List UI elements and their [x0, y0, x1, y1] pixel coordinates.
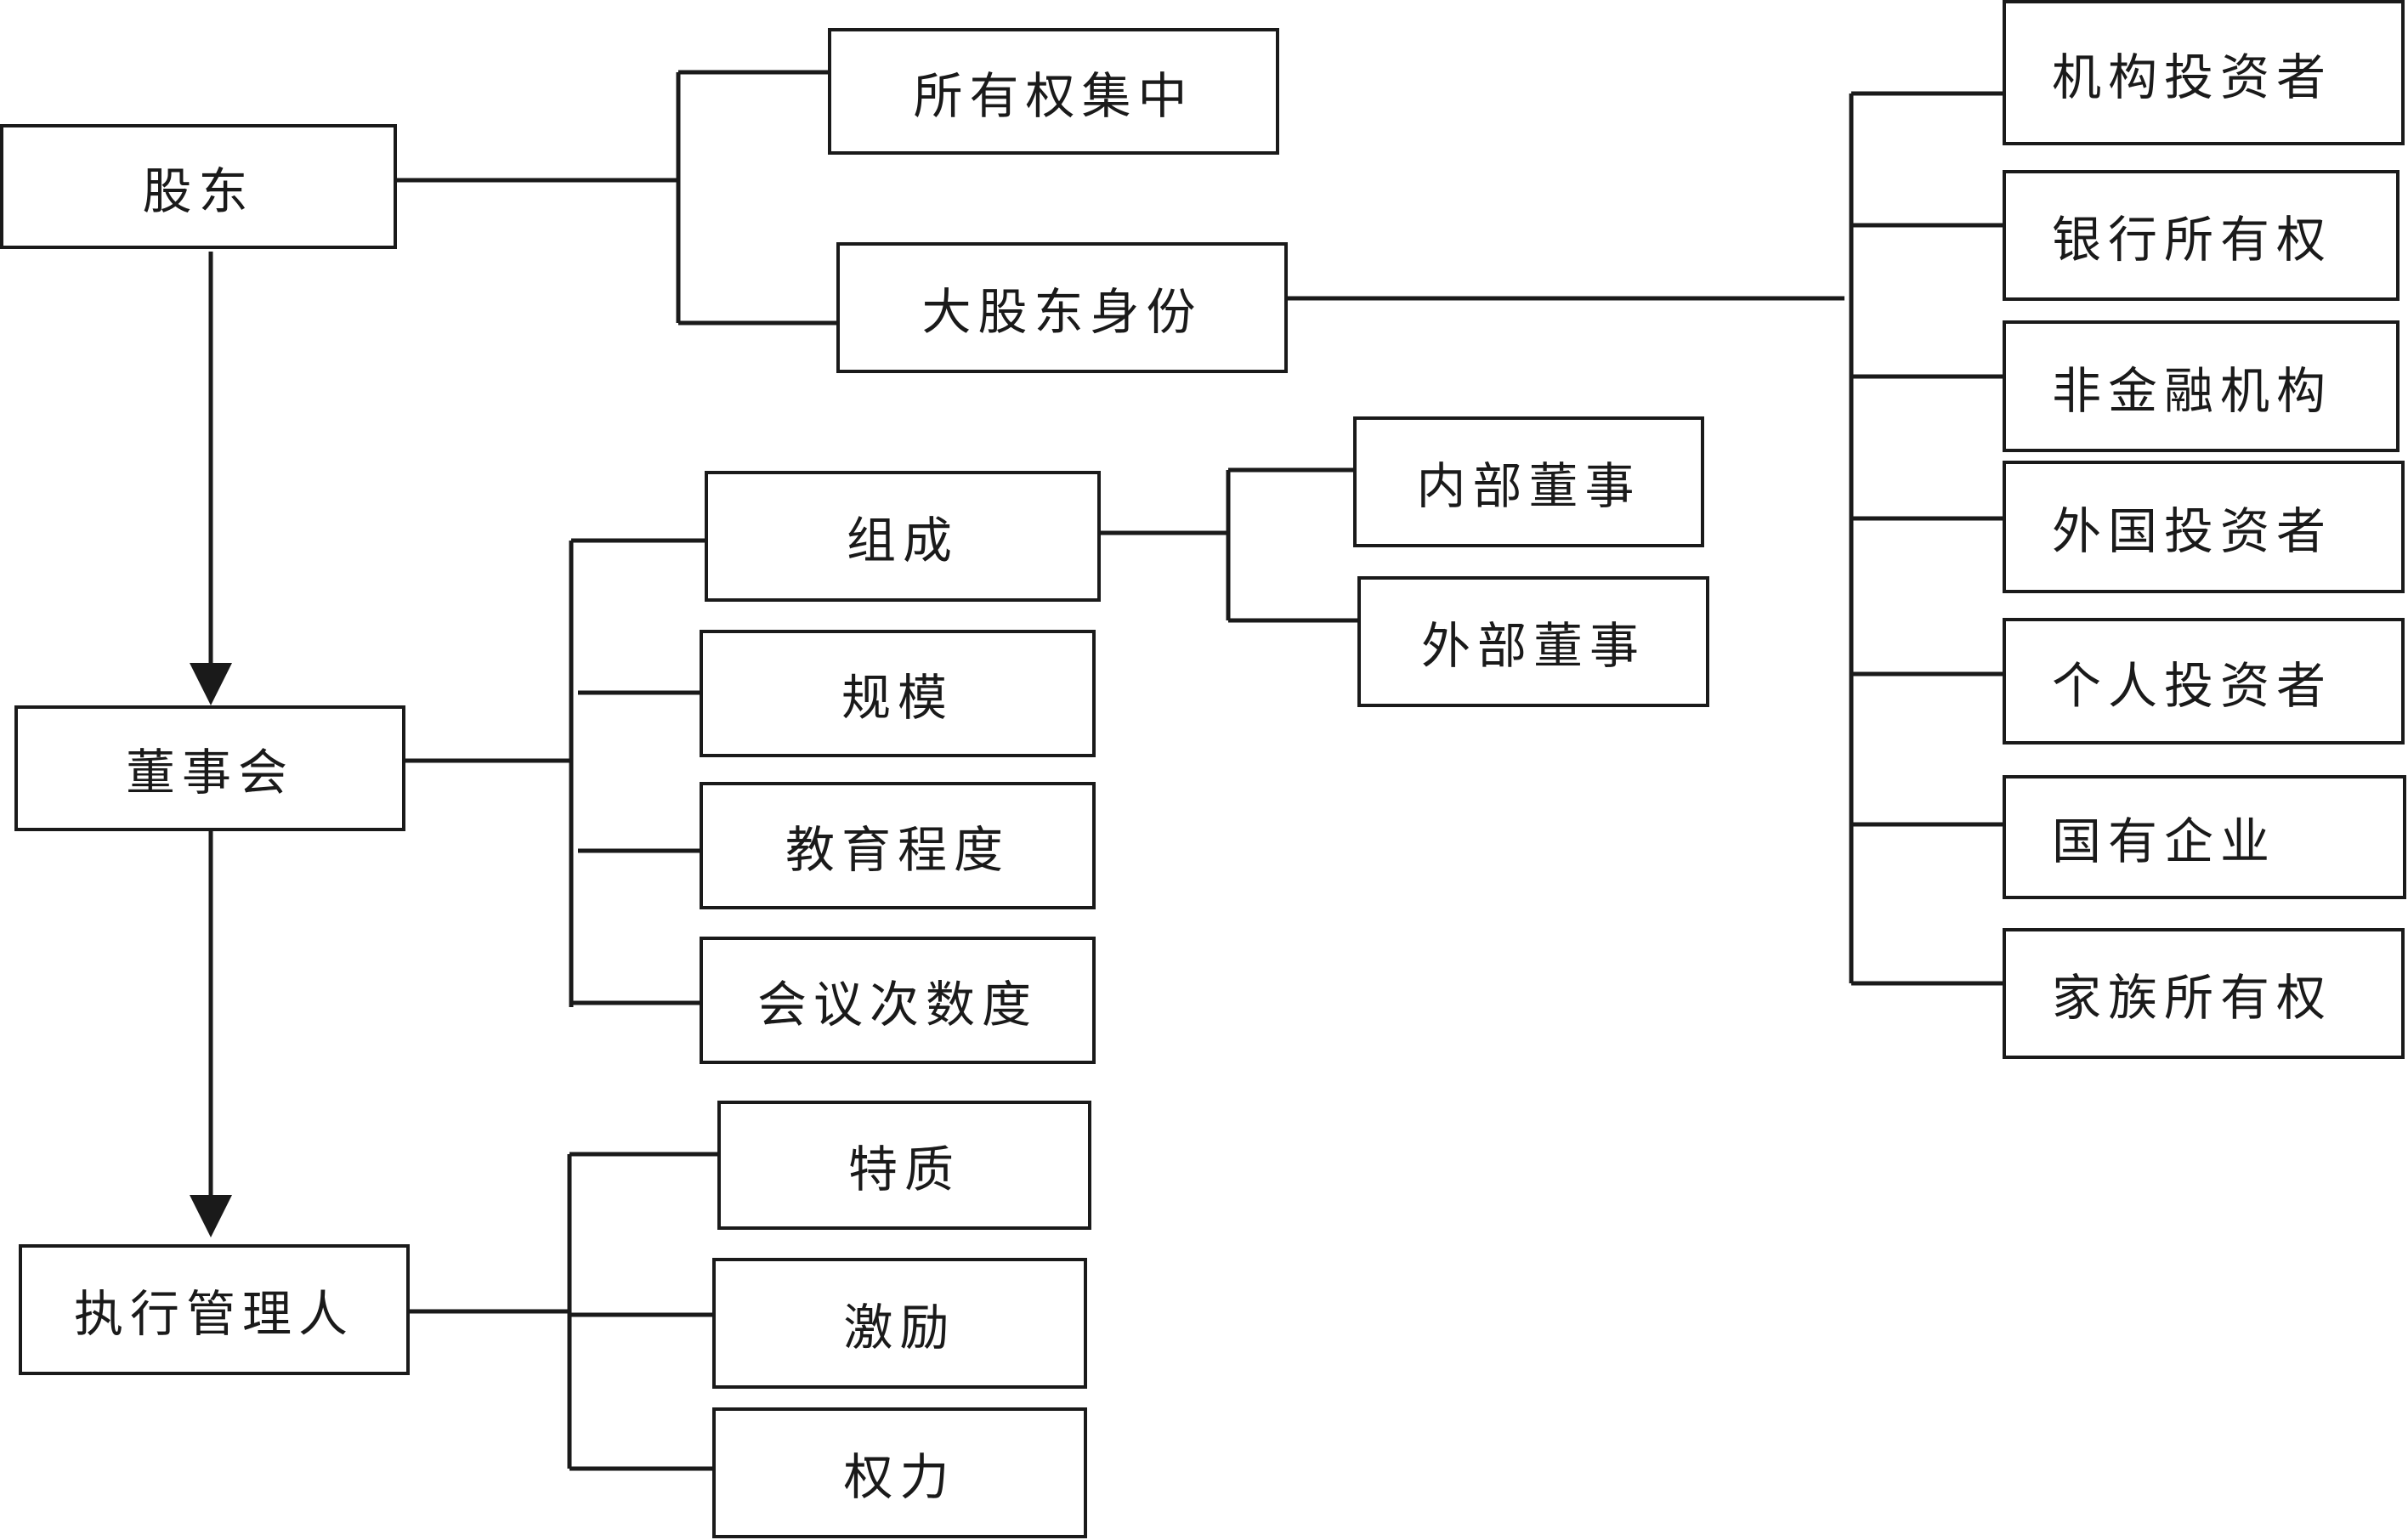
identity-type-institutional: 机构投资者 [2003, 0, 2405, 145]
inside-directors-node: 内部董事 [1353, 416, 1704, 547]
composition-node: 组成 [705, 471, 1101, 602]
traits-node: 特质 [717, 1101, 1091, 1230]
identity-type-bank: 银行所有权 [2003, 170, 2400, 301]
ownership-concentration-node: 所有权集中 [828, 28, 1279, 155]
board-node: 董事会 [14, 705, 405, 831]
identity-type-state-owned: 国有企业 [2003, 775, 2406, 899]
identity-type-nonfinancial: 非金融机构 [2003, 320, 2400, 452]
shareholder-node: 股东 [0, 124, 397, 249]
education-node: 教育程度 [700, 782, 1096, 909]
identity-type-foreign: 外国投资者 [2003, 461, 2405, 593]
meeting-frequency-node: 会议次数度 [700, 937, 1096, 1064]
identity-type-family: 家族所有权 [2003, 928, 2405, 1059]
incentives-node: 激励 [712, 1258, 1087, 1389]
major-shareholder-identity-node: 大股东身份 [836, 242, 1288, 373]
identity-type-individual: 个人投资者 [2003, 618, 2405, 745]
power-node: 权力 [712, 1407, 1087, 1538]
board-size-node: 规模 [700, 630, 1096, 757]
executive-node: 执行管理人 [19, 1244, 410, 1375]
outside-directors-node: 外部董事 [1357, 576, 1709, 707]
